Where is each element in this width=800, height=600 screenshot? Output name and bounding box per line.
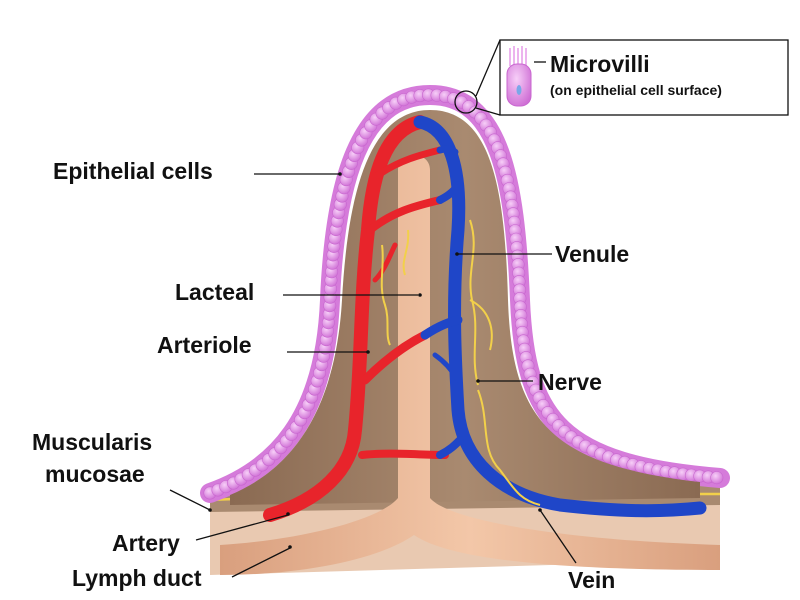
callout-title: Microvilli	[550, 51, 650, 77]
label-artery: Artery	[112, 530, 180, 556]
diagram-labels: Epithelial cells Lacteal Arteriole Muscu…	[32, 158, 629, 593]
label-lymph-duct: Lymph duct	[72, 565, 202, 591]
microvilli-callout: Microvilli (on epithelial cell surface)	[475, 39, 789, 116]
label-nerve: Nerve	[538, 369, 602, 395]
label-vein: Vein	[568, 567, 615, 593]
epithelium-layer	[200, 84, 730, 503]
label-muscularis-line2: mucosae	[45, 461, 145, 487]
microvilli-cell-icon	[506, 46, 532, 107]
label-arteriole: Arteriole	[157, 332, 252, 358]
epithelial-cells-bumps	[203, 88, 724, 500]
label-venule: Venule	[555, 241, 629, 267]
epithelial-cell	[710, 471, 724, 485]
venous-network	[413, 115, 707, 518]
label-lacteal: Lacteal	[175, 279, 254, 305]
villus-interior	[230, 110, 700, 505]
callout-box	[499, 39, 789, 116]
label-epithelial-cells: Epithelial cells	[53, 158, 213, 184]
callout-subtitle: (on epithelial cell surface)	[550, 82, 722, 98]
nerve-fibers	[380, 219, 541, 506]
arteriole	[263, 115, 427, 522]
label-muscularis-line1: Muscularis	[32, 429, 152, 455]
microvilli-zoom-circle	[454, 90, 478, 114]
leader-lines	[169, 172, 577, 578]
